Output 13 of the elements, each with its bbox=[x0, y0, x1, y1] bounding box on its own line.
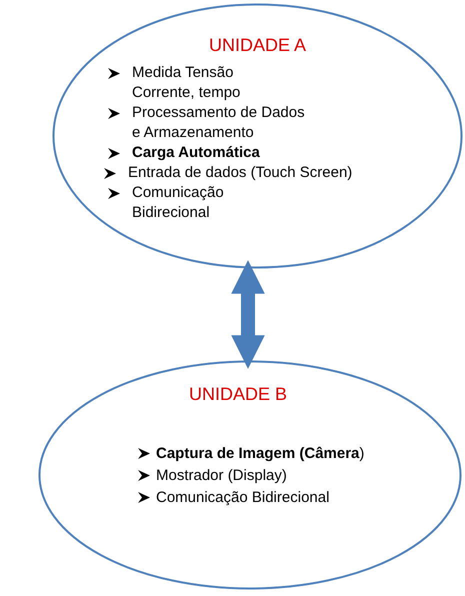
feature-text: Comunicação Bidirecional bbox=[132, 183, 225, 223]
feature-text: Carga Automática bbox=[132, 143, 261, 163]
unit-heading: UNIDADE A bbox=[208, 35, 308, 55]
unit-ellipse bbox=[38, 360, 462, 590]
feature-text: Medida Tensão Corrente, tempo bbox=[132, 63, 242, 103]
unit-ellipse bbox=[52, 3, 463, 269]
feature-text: Entrada de dados (Touch Screen) bbox=[128, 163, 354, 183]
feature-text: Captura de Imagem (Câmera) bbox=[156, 444, 366, 464]
feature-text: Comunicação Bidirecional bbox=[156, 488, 330, 508]
double-arrow bbox=[231, 260, 265, 369]
feature-text: Processamento de Dados e Armazenamento bbox=[132, 103, 306, 143]
feature-text: Mostrador (Display) bbox=[156, 466, 288, 486]
unit-heading: UNIDADE B bbox=[188, 384, 288, 404]
